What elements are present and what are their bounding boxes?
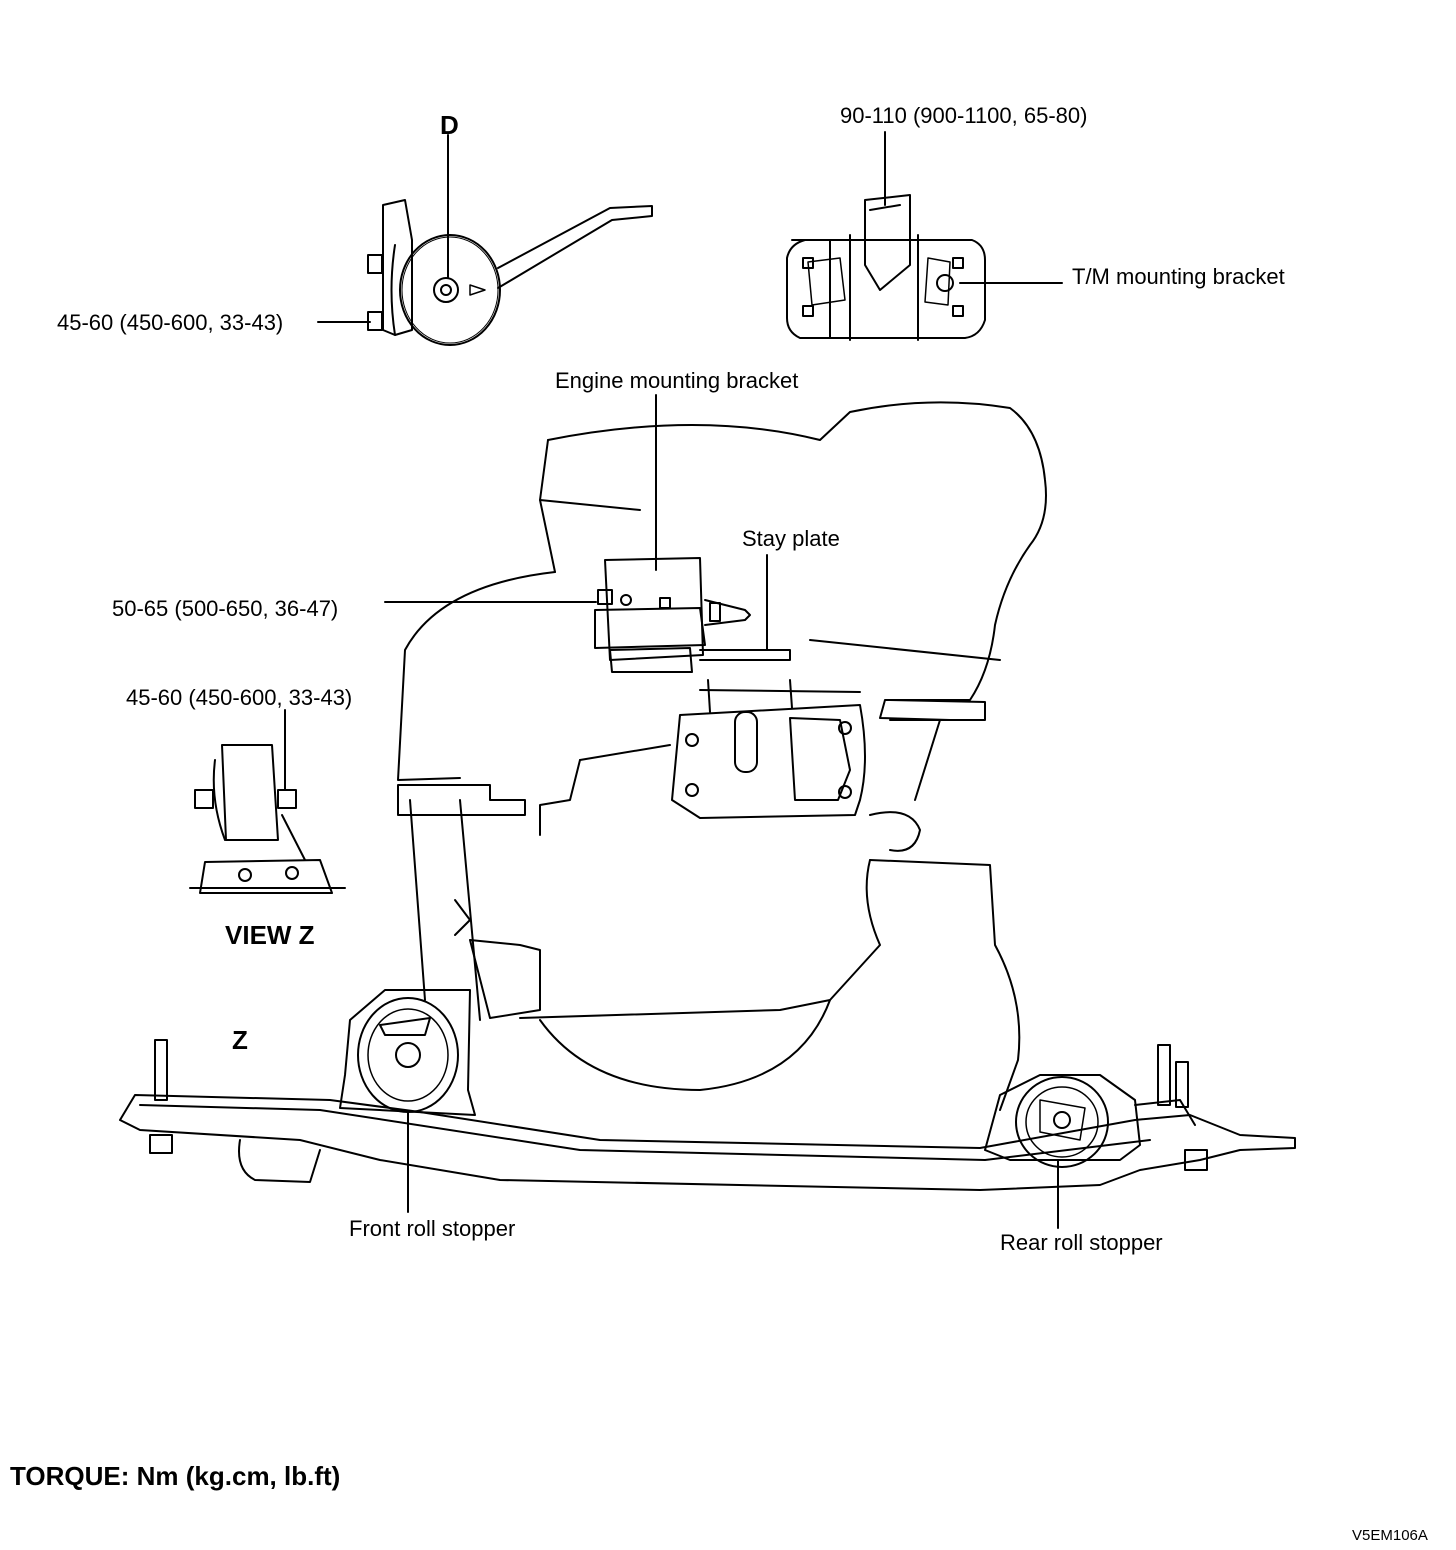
torque-view-d-label: 45-60 (450-600, 33-43) <box>57 310 284 335</box>
stay-plate-label: Stay plate <box>742 526 840 551</box>
z-view-marker: Z <box>232 1025 248 1055</box>
view-d-marker: D <box>440 110 459 140</box>
crossmember-illustration <box>119 989 1296 1229</box>
view-d-mount-illustration <box>317 134 653 346</box>
tm-mounting-bracket-label: T/M mounting bracket <box>1072 264 1285 289</box>
view-z-mount-illustration <box>189 709 346 894</box>
view-z-title: VIEW Z <box>225 920 315 950</box>
engine-mounting-bracket-label: Engine mounting bracket <box>555 368 799 393</box>
front-roll-stopper-label: Front roll stopper <box>349 1216 516 1241</box>
tm-bracket-illustration <box>786 131 1063 341</box>
torque-engine-mount-label: 50-65 (500-650, 36-47) <box>112 596 339 621</box>
torque-view-z-label: 45-60 (450-600, 33-43) <box>126 685 353 710</box>
torque-tm-bracket-label: 90-110 (900-1100, 65-80) <box>840 103 1088 128</box>
engine-assembly-illustration <box>384 394 1047 1111</box>
figure-code: V5EM106A <box>1352 1527 1428 1544</box>
rear-roll-stopper-label: Rear roll stopper <box>1000 1230 1163 1255</box>
torque-units-note: TORQUE: Nm (kg.cm, lb.ft) <box>10 1461 341 1491</box>
